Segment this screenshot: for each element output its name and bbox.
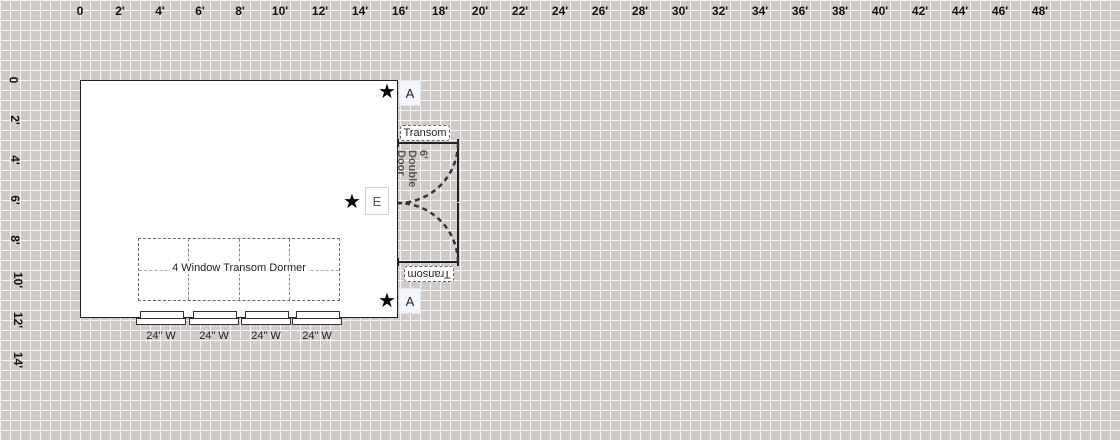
window-sill xyxy=(292,318,342,325)
y-ruler-label: 6' xyxy=(7,195,22,205)
dormer-pane xyxy=(289,239,340,300)
x-ruler-label: 18' xyxy=(431,4,449,18)
x-ruler-label: 0 xyxy=(76,4,84,18)
door-line1: Double xyxy=(406,150,418,188)
dormer-label: 4 Window Transom Dormer xyxy=(170,262,308,274)
door-label-text: 6' Double Door xyxy=(395,150,429,188)
y-ruler-label: 14' xyxy=(11,351,26,369)
x-ruler-label: 26' xyxy=(591,4,609,18)
x-ruler-label: 2' xyxy=(115,4,125,18)
window-sill xyxy=(136,318,186,325)
x-ruler-label: 36' xyxy=(791,4,809,18)
window-label: 24" W xyxy=(251,330,281,342)
y-ruler-label: 12' xyxy=(11,311,26,329)
x-ruler-label: 10' xyxy=(271,4,289,18)
x-ruler-label: 12' xyxy=(311,4,329,18)
x-ruler-label: 46' xyxy=(991,4,1009,18)
x-ruler-label: 20' xyxy=(471,4,489,18)
double-door-swing[interactable] xyxy=(390,130,470,280)
door-line2: Door xyxy=(395,150,407,176)
x-ruler-label: 14' xyxy=(351,4,369,18)
window-label: 24" W xyxy=(146,330,176,342)
y-ruler-label: 0 xyxy=(6,76,21,84)
x-ruler-label: 24' xyxy=(551,4,569,18)
star-icon[interactable]: ★ xyxy=(343,191,361,213)
y-ruler-label: 2' xyxy=(7,115,22,125)
x-ruler-label: 44' xyxy=(951,4,969,18)
x-ruler-label: 30' xyxy=(671,4,689,18)
marker-tag-a-bottom[interactable]: A xyxy=(399,288,421,314)
marker-tag-a-top[interactable]: A xyxy=(399,80,421,106)
window-label: 24" W xyxy=(199,330,229,342)
x-ruler-label: 28' xyxy=(631,4,649,18)
x-ruler-label: 38' xyxy=(831,4,849,18)
star-icon[interactable]: ★ xyxy=(378,81,396,103)
window-sill xyxy=(189,318,239,325)
x-ruler-label: 16' xyxy=(391,4,409,18)
x-ruler-label: 32' xyxy=(711,4,729,18)
x-ruler-label: 40' xyxy=(871,4,889,18)
marker-tag-e[interactable]: E xyxy=(365,187,389,215)
x-ruler-label: 34' xyxy=(751,4,769,18)
y-ruler-label: 10' xyxy=(11,271,26,289)
x-ruler-label: 48' xyxy=(1031,4,1049,18)
window-label: 24" W xyxy=(302,330,332,342)
door-size: 6' xyxy=(417,150,429,159)
x-ruler-label: 6' xyxy=(195,4,205,18)
x-ruler-label: 42' xyxy=(911,4,929,18)
transom-top[interactable]: Transom xyxy=(400,125,450,141)
window-sill xyxy=(241,318,291,325)
y-ruler-label: 8' xyxy=(7,235,22,245)
door-label: 6' Double Door xyxy=(390,148,438,188)
y-ruler-label: 4' xyxy=(7,155,22,165)
x-ruler-label: 4' xyxy=(155,4,165,18)
dormer-label-wrap: 4 Window Transom Dormer xyxy=(138,262,340,274)
star-icon[interactable]: ★ xyxy=(378,290,396,312)
x-ruler-label: 8' xyxy=(235,4,245,18)
x-ruler-label: 22' xyxy=(511,4,529,18)
